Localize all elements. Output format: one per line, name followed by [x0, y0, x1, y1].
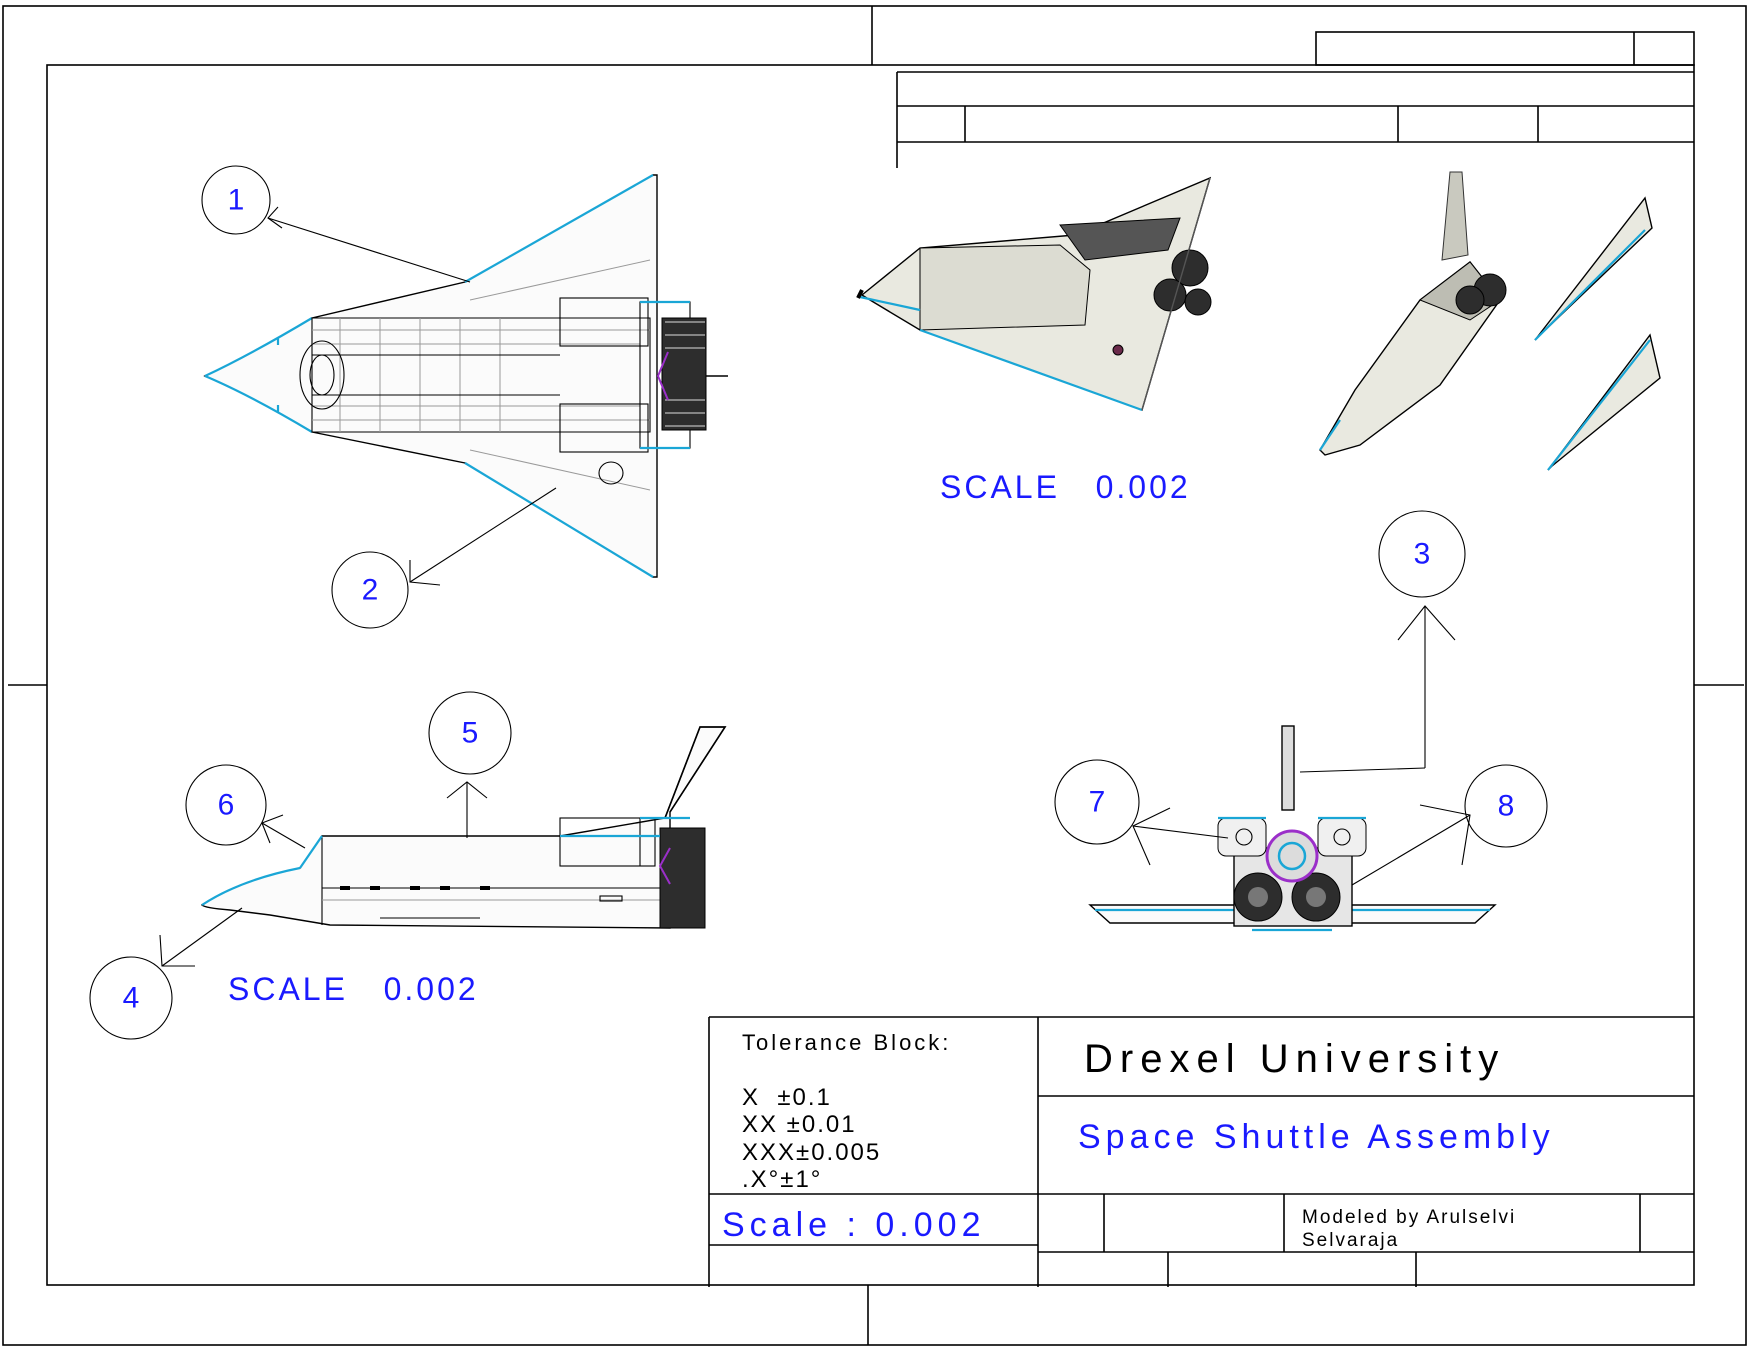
tolerance-line-3: XXX±0.005: [742, 1139, 881, 1166]
title-block: [708, 1016, 1694, 1287]
balloon-4-label: 4: [123, 982, 140, 1015]
drawing-title: Space Shuttle Assembly: [1078, 1118, 1555, 1156]
balloon-7: 7: [1054, 759, 1140, 845]
balloon-4: 4: [89, 956, 173, 1040]
side-view-scale-note: SCALE 0.002: [228, 971, 479, 1007]
tolerance-line-2: XX ±0.01: [742, 1111, 857, 1138]
side-view: [200, 726, 727, 929]
balloon-3: 3: [1378, 510, 1466, 598]
drawing-scale: Scale : 0.002: [722, 1206, 985, 1244]
organization-name: Drexel University: [1084, 1037, 1505, 1081]
modeled-by-line-2: Selvaraja: [1302, 1230, 1399, 1251]
balloon-8: 8: [1464, 764, 1548, 848]
balloon-1: 1: [201, 165, 271, 235]
balloon-1-label: 1: [228, 184, 245, 217]
balloon-7-label: 7: [1089, 786, 1106, 819]
iso-view: [856, 176, 1212, 412]
balloon-3-label: 3: [1414, 538, 1431, 571]
balloon-8-label: 8: [1498, 790, 1515, 823]
top-view: [203, 174, 728, 578]
tolerance-line-1: X ±0.1: [742, 1084, 832, 1111]
exploded-view: [1319, 171, 1661, 471]
rear-view: [1088, 725, 1497, 932]
iso-view-scale-note: SCALE 0.002: [940, 469, 1191, 505]
tolerance-block-title: Tolerance Block:: [742, 1030, 951, 1055]
balloon-6: 6: [185, 764, 267, 846]
leader-lines: [159, 206, 1471, 967]
balloon-2: 2: [331, 551, 409, 629]
modeled-by-line-1: Modeled by Arulselvi: [1302, 1207, 1516, 1228]
balloon-5: 5: [428, 691, 512, 775]
tolerance-line-4: .X°±1°: [742, 1166, 822, 1193]
balloon-6-label: 6: [218, 789, 235, 822]
balloon-5-label: 5: [462, 717, 479, 750]
balloon-2-label: 2: [362, 574, 379, 607]
sheet-border: [2, 5, 1747, 1346]
